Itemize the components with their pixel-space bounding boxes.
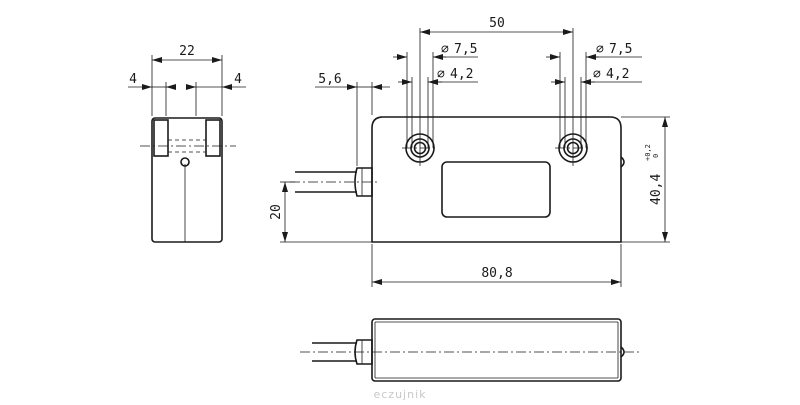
- dim-side-right-wall: 4: [186, 72, 246, 90]
- dim-side-width: 22: [152, 44, 222, 63]
- dim-hole-pitch: 50: [420, 16, 573, 35]
- watermark: eczujnik: [373, 388, 426, 401]
- dim-cable-offset: 5,6: [315, 72, 390, 166]
- dim-cable-height-label: 20: [269, 204, 284, 220]
- dim-hole2-inner: ∅ 4,2: [551, 67, 642, 85]
- side-view: [140, 55, 236, 243]
- dim-hole1-outer-label: 7,5: [454, 42, 477, 57]
- dim-body-length-label: 80,8: [481, 266, 512, 281]
- mounting-hole-1: [402, 28, 438, 166]
- dim-hole1-outer: ∅ 7,5: [393, 42, 478, 60]
- dim-body-height: 40,4 +0,2 0: [644, 117, 668, 242]
- dim-body-height-tol-upper: +0,2: [644, 144, 652, 161]
- dim-hole2-inner-symbol: ∅: [593, 67, 601, 82]
- dim-hole2-outer-label: 7,5: [609, 42, 632, 57]
- dim-hole-pitch-label: 50: [489, 16, 505, 31]
- front-view: [280, 116, 670, 243]
- dim-hole2-outer-symbol: ∅: [596, 42, 604, 57]
- dim-body-length: 80,8: [371, 244, 622, 287]
- dim-hole1-inner-symbol: ∅: [437, 67, 445, 82]
- dim-body-height-tol-lower: 0: [652, 154, 660, 158]
- dim-side-left-wall-label: 4: [129, 72, 137, 87]
- dim-side-width-label: 22: [179, 44, 195, 59]
- top-view: [300, 318, 640, 382]
- dim-hole1-inner: ∅ 4,2: [398, 67, 478, 85]
- dim-cable-offset-label: 5,6: [318, 72, 341, 87]
- mounting-hole-2: [555, 28, 591, 166]
- dim-body-height-label: 40,4: [649, 174, 664, 205]
- dim-side-left-wall: 4: [128, 72, 176, 90]
- dim-hole1-outer-symbol: ∅: [441, 42, 449, 57]
- dim-cable-height: 20: [269, 181, 295, 242]
- dim-side-right-wall-label: 4: [234, 72, 242, 87]
- dim-hole2-inner-label: 4,2: [606, 67, 629, 82]
- dim-hole2-outer: ∅ 7,5: [546, 42, 642, 60]
- dim-hole1-inner-label: 4,2: [450, 67, 473, 82]
